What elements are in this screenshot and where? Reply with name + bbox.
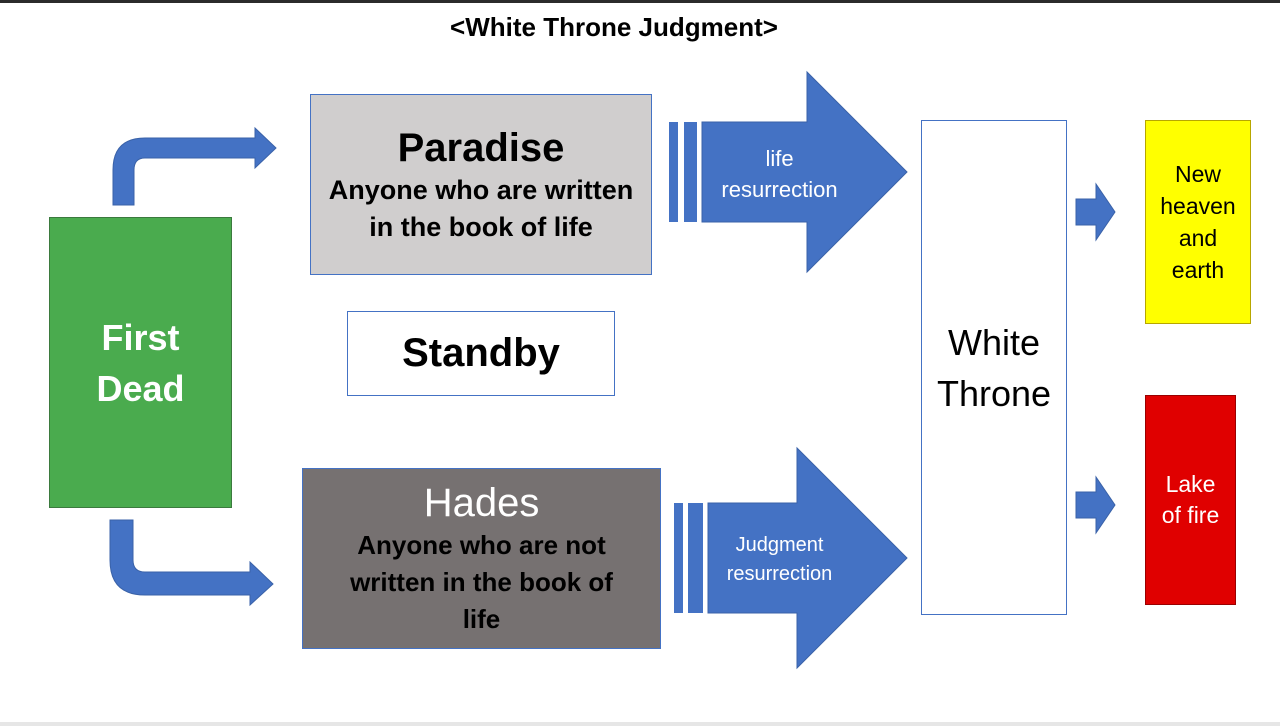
life-resurrection-label: life resurrection [702, 143, 857, 205]
life-resurrection-arrow [669, 70, 908, 274]
life-resurrection-line-1: life [765, 146, 794, 171]
new-heaven-line-1: New [1174, 161, 1221, 187]
judgment-resurrection-line-1: Judgment [735, 534, 824, 556]
hades-sub-line-1: Anyone who are not [357, 530, 606, 560]
lake-of-fire-line-2: of fire [1161, 502, 1220, 528]
bent-arrow-down [109, 519, 274, 607]
new-heaven-line-4: earth [1171, 257, 1225, 283]
hades-sub-line-2: written in the book of [350, 567, 613, 597]
first-dead-line-1: First [101, 316, 180, 358]
white-throne-line-2: Throne [936, 372, 1052, 414]
paradise-sub-line-1: Anyone who are written [328, 174, 634, 205]
paradise-box: Paradise Anyone who are written in the b… [310, 94, 652, 275]
hades-box: Hades Anyone who are not written in the … [302, 468, 661, 649]
standby-box: Standby [347, 311, 615, 396]
judgment-resurrection-arrow [674, 446, 908, 670]
life-resurrection-line-2: resurrection [721, 177, 838, 202]
new-heaven-box: New heaven and earth [1145, 120, 1251, 324]
hades-heading: Hades [423, 481, 540, 525]
lake-of-fire-box: Lake of fire [1145, 395, 1236, 605]
lake-of-fire-line-1: Lake [1165, 471, 1216, 497]
bottom-border [0, 722, 1280, 726]
white-throne-box: White Throne [921, 120, 1067, 615]
judgment-resurrection-line-2: resurrection [726, 563, 833, 585]
diagram-title: <White Throne Judgment> [450, 12, 778, 42]
white-throne-line-1: White [947, 321, 1041, 363]
new-heaven-line-2: heaven [1160, 193, 1236, 219]
judgment-resurrection-label: Judgment resurrection [702, 531, 857, 589]
hades-sub-line-3: life [462, 604, 501, 634]
arrow-to-new-heaven [1075, 182, 1116, 242]
paradise-heading: Paradise [397, 125, 565, 170]
arrow-to-lake-of-fire [1075, 475, 1116, 535]
bent-arrow-up [112, 126, 277, 206]
new-heaven-line-3: and [1178, 225, 1218, 251]
paradise-sub-line-2: in the book of life [369, 211, 593, 242]
top-border [0, 0, 1280, 3]
first-dead-line-2: Dead [96, 367, 185, 409]
first-dead-box: First Dead [49, 217, 232, 508]
